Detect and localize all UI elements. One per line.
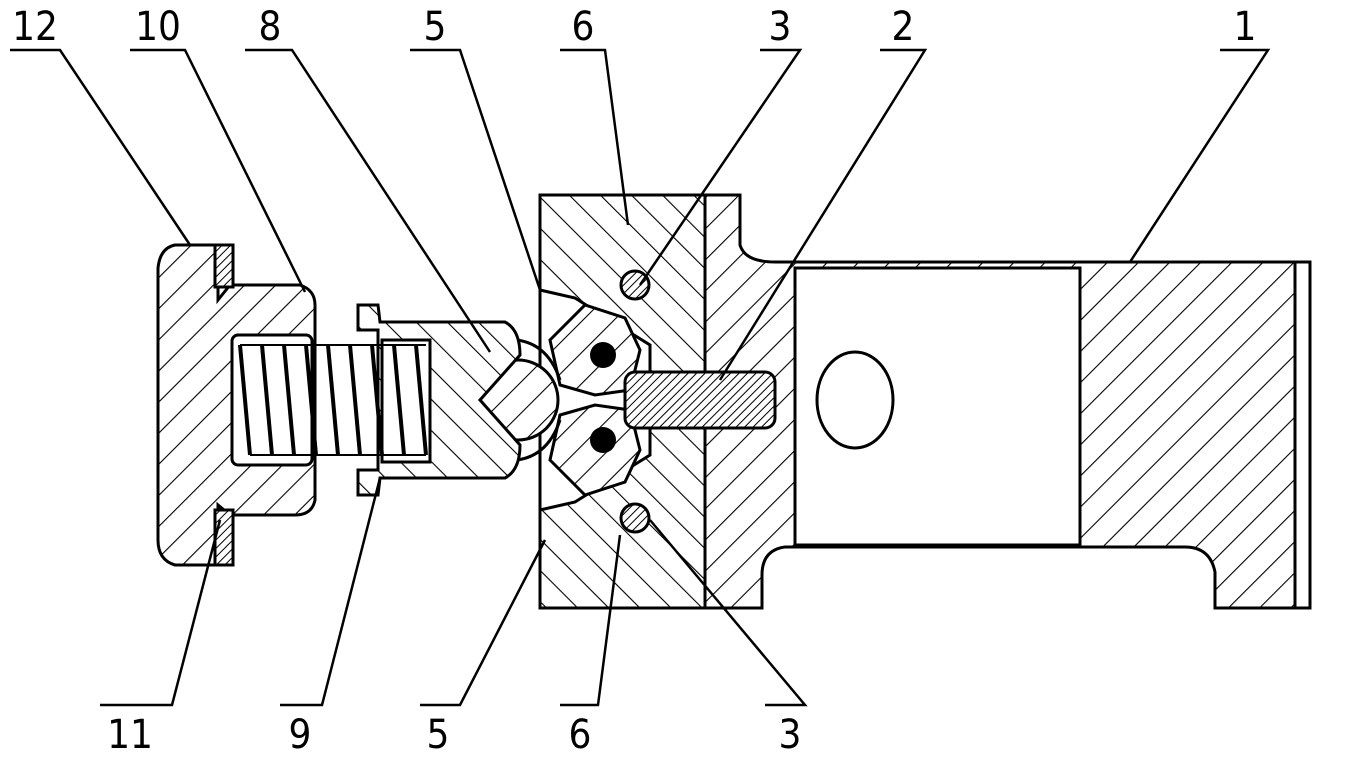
part-2-screw: [623, 370, 777, 430]
part-5-jaws: [548, 303, 642, 497]
part-3-pin-bottom: [619, 502, 651, 534]
callout-8: 8: [259, 4, 282, 50]
callout-6-bottom: 6: [569, 712, 592, 758]
callout-6-top: 6: [572, 4, 595, 50]
callout-3-bottom: 3: [779, 712, 802, 758]
part-10-spring: [238, 344, 428, 456]
callout-1: 1: [1234, 4, 1257, 50]
callout-10: 10: [135, 4, 181, 50]
part-1-body: [703, 193, 1312, 610]
callout-2: 2: [892, 4, 915, 50]
callout-11: 11: [107, 712, 153, 758]
callout-5-top: 5: [424, 4, 447, 50]
callout-12: 12: [12, 4, 58, 50]
leader-lines: [10, 48, 1271, 707]
part-3-pin-top: [619, 269, 651, 301]
callout-3-top: 3: [769, 4, 792, 50]
part-11-seal-top: [213, 243, 235, 289]
callout-5-bottom: 5: [427, 712, 450, 758]
callout-9: 9: [289, 712, 312, 758]
part-9-plunger: [356, 303, 522, 497]
part-11-seal-bottom: [213, 508, 235, 567]
through-hole: [815, 350, 895, 450]
